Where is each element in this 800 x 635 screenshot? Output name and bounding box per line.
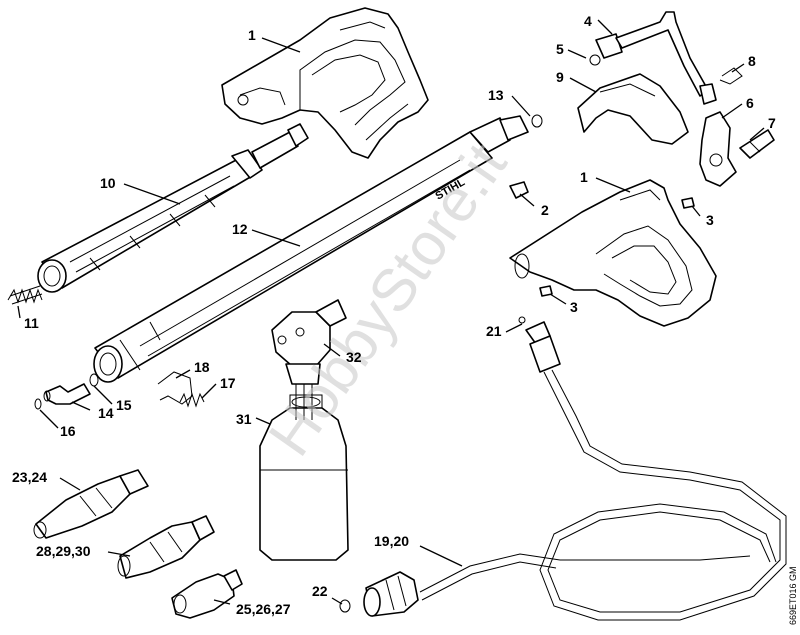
valve-stem-assembly — [589, 11, 717, 105]
hose-coupling-part-21 — [518, 316, 561, 373]
callout-25-26-27: 25,26,27 — [236, 601, 291, 617]
nozzle-part-28-29-30 — [117, 515, 215, 579]
callout-14: 14 — [98, 405, 114, 421]
o-ring-part-13 — [531, 114, 543, 128]
callout-6: 6 — [746, 95, 754, 111]
callout-21: 21 — [486, 323, 502, 339]
callout-15: 15 — [116, 397, 132, 413]
foam-nozzle-part-32 — [271, 299, 347, 420]
nozzle-part-14 — [43, 383, 91, 405]
screw-part-3-upper — [681, 197, 695, 209]
o-ring-part-15 — [89, 373, 99, 387]
callout-16: 16 — [60, 423, 76, 439]
callout-32: 32 — [346, 349, 362, 365]
nozzle-part-23-24 — [33, 469, 149, 539]
callout-7: 7 — [768, 115, 776, 131]
callout-31: 31 — [236, 411, 252, 427]
clip-part-8 — [719, 67, 743, 85]
callout-23-24: 23,24 — [12, 469, 47, 485]
callout-2: 2 — [541, 202, 549, 218]
callout-10: 10 — [100, 175, 116, 191]
screw-part-2 — [509, 181, 529, 199]
leader-lines — [17, 19, 765, 605]
callout-3-upper: 3 — [706, 212, 714, 228]
screw-part-3-lower — [539, 285, 553, 297]
extension-lance — [37, 123, 309, 293]
hose-connector-part-19-20 — [363, 571, 419, 617]
callout-1-top: 1 — [248, 27, 256, 43]
spray-gun-handle-top — [221, 7, 429, 159]
callout-5: 5 — [556, 41, 564, 57]
callout-8: 8 — [748, 53, 756, 69]
callout-4: 4 — [584, 13, 592, 29]
spray-gun-handle-right — [509, 179, 717, 327]
spring-part-11 — [7, 285, 43, 305]
callout-11: 11 — [24, 315, 39, 331]
callout-3-lower: 3 — [570, 299, 578, 315]
nozzle-part-25-26-27 — [171, 569, 243, 619]
callout-17: 17 — [220, 375, 236, 391]
callout-19-20: 19,20 — [374, 533, 409, 549]
detergent-bottle — [259, 394, 349, 561]
callout-18: 18 — [194, 359, 210, 375]
cover-part-9 — [577, 73, 689, 145]
document-id: 669ET016 GM — [788, 566, 798, 625]
callout-1-right: 1 — [580, 169, 588, 185]
callout-9: 9 — [556, 69, 564, 85]
bracket-part-18 — [157, 371, 193, 405]
valve-body-assembly — [699, 111, 775, 187]
high-pressure-hose — [419, 369, 787, 621]
callout-22: 22 — [312, 583, 328, 599]
callout-12: 12 — [232, 221, 248, 237]
main-lance-tube: STIHL — [93, 115, 529, 383]
callout-28-29-30: 28,29,30 — [36, 543, 91, 559]
callout-13: 13 — [488, 87, 504, 103]
o-ring-part-22 — [339, 599, 351, 613]
callouts: 1 1 2 3 3 4 5 6 7 8 9 10 11 12 13 14 15 … — [12, 13, 776, 617]
o-ring-part-16 — [34, 398, 42, 410]
